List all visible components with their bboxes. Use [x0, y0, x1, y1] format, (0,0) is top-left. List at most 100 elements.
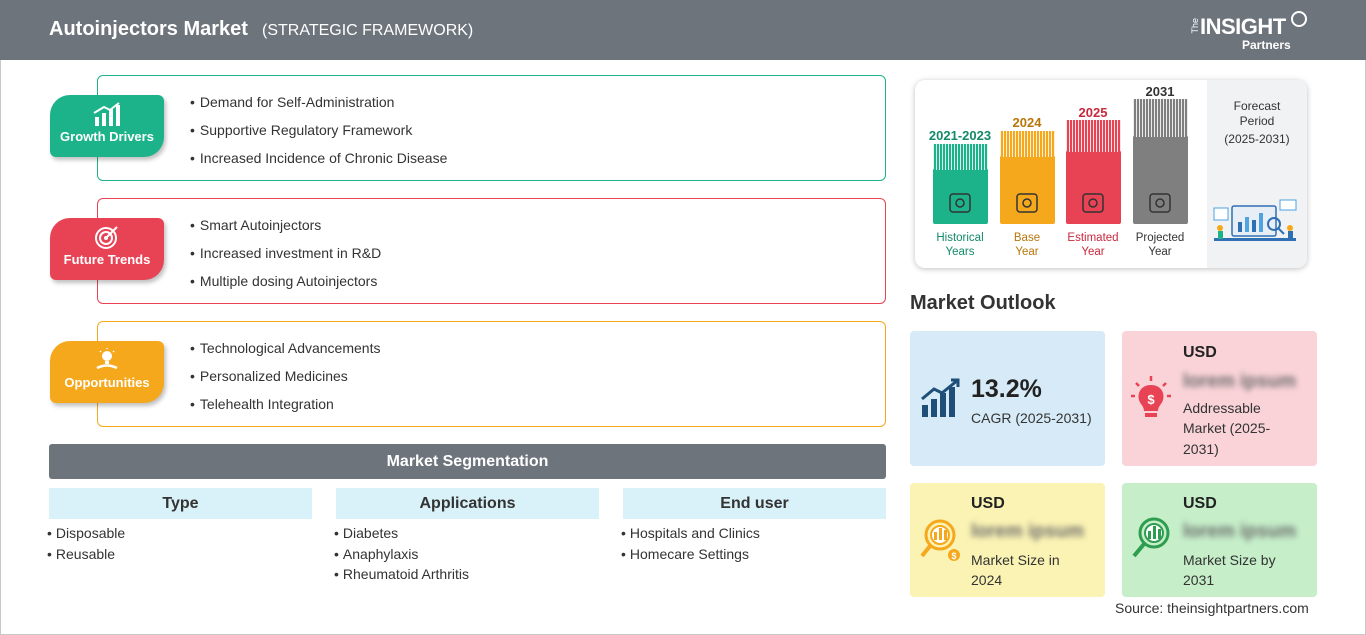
growth-drivers-label: Growth Drivers	[60, 129, 154, 144]
timeline-caption-line: Year	[1081, 246, 1105, 258]
market-size-2031-label-1: Market Size by	[1183, 552, 1276, 568]
forecast-line-3: (2025-2031)	[1224, 132, 1290, 146]
list-item: Diabetes	[334, 525, 469, 546]
list-item: Disposable	[47, 525, 125, 546]
forecast-line-1: Forecast	[1233, 99, 1281, 113]
addressable-value: lorem ipsum	[1183, 371, 1296, 392]
svg-text:$: $	[951, 551, 956, 561]
market-size-2031-value: lorem ipsum	[1183, 521, 1296, 542]
analytics-illustration-icon	[1213, 199, 1297, 241]
timeline-bar-stripes	[1000, 131, 1055, 157]
list-item: Demand for Self-Administration	[190, 94, 447, 122]
list-item: Increased investment in R&D	[190, 245, 381, 273]
market-size-2024-label-2: 2024	[971, 572, 1003, 588]
magnifier-chart-icon	[1132, 517, 1170, 558]
segment-list-type: Disposable Reusable	[47, 525, 125, 566]
timeline-bar-stripes	[1066, 120, 1121, 152]
list-item: Reusable	[47, 546, 125, 567]
market-outlook-title: Market Outlook	[910, 292, 1056, 314]
market-size-2031-card: USD lorem ipsum Market Size by 2031	[1122, 483, 1317, 597]
market-size-2024-label-1: Market Size in	[971, 552, 1060, 568]
page-title: Autoinjectors Market	[49, 18, 248, 40]
cagr-value: 13.2%	[971, 375, 1042, 403]
segment-heading-type: Type	[49, 488, 312, 519]
segment-heading-applications: Applications	[336, 488, 599, 519]
magnifier-coins-icon: $	[920, 519, 960, 561]
opportunities-badge: Opportunities	[50, 341, 164, 403]
svg-text:$: $	[1147, 392, 1155, 407]
source-link[interactable]: Source: theinsightpartners.com	[1115, 600, 1309, 616]
logo-partners: Partners	[1242, 38, 1291, 52]
bar-growth-icon	[93, 102, 120, 126]
growth-drivers-list: Demand for Self-Administration Supportiv…	[190, 94, 447, 178]
market-size-2024-card: $ USD lorem ipsum Market Size in 2024	[910, 483, 1105, 597]
list-item: Increased Incidence of Chronic Disease	[190, 150, 447, 178]
gears-icon	[1082, 193, 1104, 213]
timeline-year-label: 2024	[1012, 115, 1042, 130]
growth-drivers-box: Demand for Self-Administration Supportiv…	[97, 75, 886, 181]
cagr-card: 13.2% CAGR (2025-2031)	[910, 331, 1105, 466]
timeline-caption-line: Year	[1148, 246, 1172, 258]
list-item: Anaphylaxis	[334, 546, 469, 567]
history-clock-icon	[949, 193, 971, 213]
segment-list-applications: Diabetes Anaphylaxis Rheumatoid Arthriti…	[334, 525, 469, 587]
future-trends-badge: Future Trends	[50, 218, 164, 280]
lightbulb-dollar-icon: $	[1131, 376, 1171, 417]
market-size-2024-value: lorem ipsum	[971, 521, 1084, 542]
list-item: Smart Autoinjectors	[190, 217, 381, 245]
logo-swoosh-icon	[1291, 11, 1307, 27]
addressable-label-3: 2031)	[1183, 441, 1219, 457]
timeline-year-label: 2021-2023	[928, 128, 992, 143]
target-icon	[95, 226, 118, 249]
timeline-caption-line: Historical	[936, 232, 984, 244]
segment-list-end-user: Hospitals and Clinics Homecare Settings	[621, 525, 760, 566]
future-trends-box: Smart Autoinjectors Increased investment…	[97, 198, 886, 304]
list-item: Supportive Regulatory Framework	[190, 122, 447, 150]
market-segmentation-bar: Market Segmentation	[49, 444, 886, 479]
market-size-2031-label-2: 2031	[1183, 572, 1215, 588]
insight-partners-logo[interactable]: The INSIGHT Partners	[1190, 10, 1310, 54]
timeline-caption-line: Year	[1015, 246, 1039, 258]
addressable-label-2: Market (2025-	[1183, 420, 1271, 436]
opportunities-box: Technological Advancements Personalized …	[97, 321, 886, 427]
addressable-label-1: Addressable	[1183, 400, 1261, 416]
growth-chart-icon	[921, 378, 960, 417]
timeline-year-label: 2025	[1078, 105, 1108, 120]
logo-the: The	[1190, 18, 1200, 34]
timeline-caption-line: Base	[1013, 232, 1041, 244]
page-subtitle: (STRATEGIC FRAMEWORK)	[262, 22, 474, 39]
market-size-2031-usd: USD	[1183, 495, 1217, 512]
addressable-usd: USD	[1183, 344, 1217, 361]
segment-heading-end-user: End user	[623, 488, 886, 519]
timeline-caption-line: Estimated	[1067, 232, 1119, 244]
header-bar: Autoinjectors Market (STRATEGIC FRAMEWOR…	[0, 0, 1366, 60]
future-trends-list: Smart Autoinjectors Increased investment…	[190, 217, 381, 301]
presentation-board-icon	[1149, 193, 1171, 213]
timeline-bar-stripes	[933, 144, 988, 170]
list-item: Homecare Settings	[621, 546, 760, 567]
timeline-bar-stripes	[1133, 99, 1188, 137]
addressable-market-card: $ USD lorem ipsum Addressable Market (20…	[1122, 331, 1317, 466]
opportunities-list: Technological Advancements Personalized …	[190, 340, 381, 424]
list-item: Rheumatoid Arthritis	[334, 566, 469, 587]
calendar-icon	[1016, 193, 1038, 213]
future-trends-label: Future Trends	[63, 252, 151, 267]
list-item: Hospitals and Clinics	[621, 525, 760, 546]
forecast-period-text: Forecast Period (2025-2031)	[1215, 99, 1299, 147]
forecast-line-2: Period	[1239, 114, 1275, 128]
lightbulb-hand-icon	[96, 348, 118, 370]
list-item: Technological Advancements	[190, 340, 381, 368]
timeline-year-label: 2031	[1145, 84, 1175, 99]
logo-insight: INSIGHT	[1200, 14, 1286, 39]
timeline-caption-line: Projected	[1135, 232, 1185, 244]
cagr-label: CAGR (2025-2031)	[971, 410, 1092, 426]
growth-drivers-badge: Growth Drivers	[50, 95, 164, 157]
list-item: Multiple dosing Autoinjectors	[190, 273, 381, 301]
list-item: Personalized Medicines	[190, 368, 380, 396]
market-size-2024-usd: USD	[971, 495, 1005, 512]
list-item: Telehealth Integration	[190, 396, 380, 424]
